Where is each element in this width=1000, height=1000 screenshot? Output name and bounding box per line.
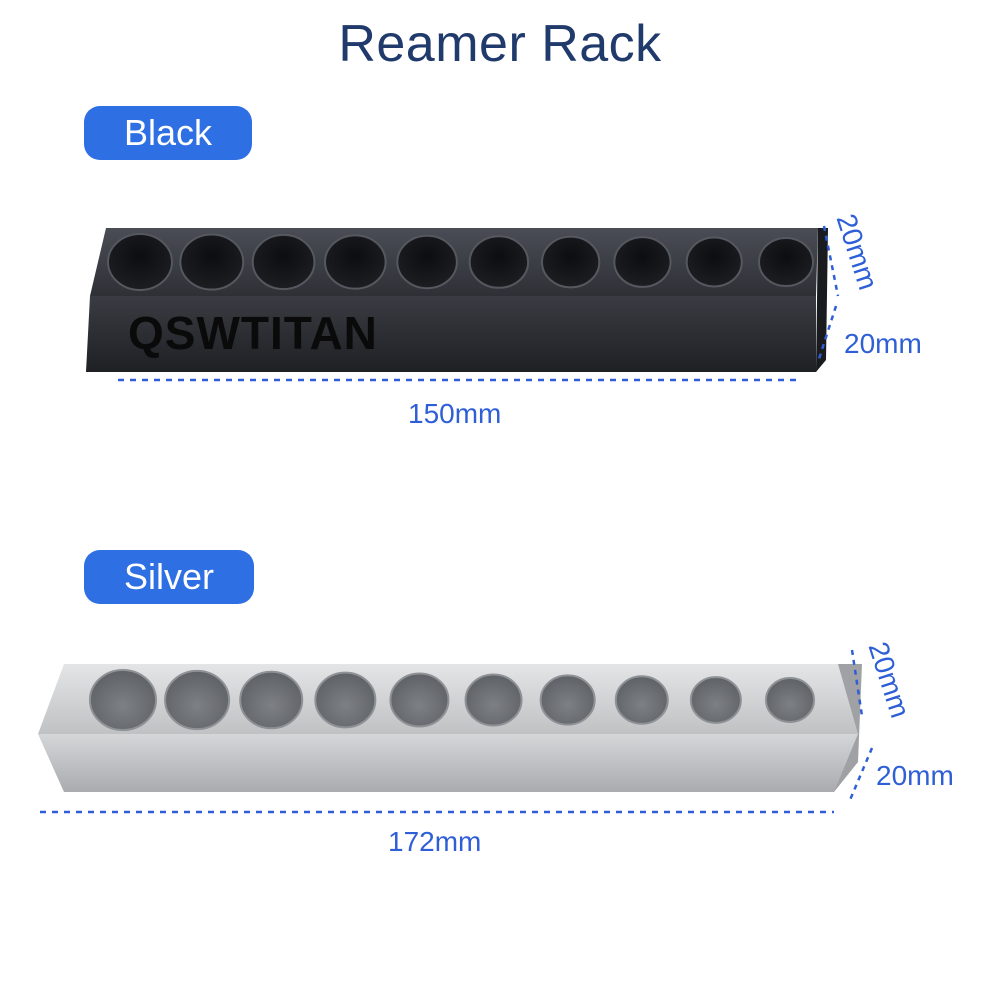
- rack-hole: [765, 677, 815, 723]
- silver-height-dimension-line: [850, 649, 864, 717]
- rack-hole: [179, 233, 245, 291]
- rack-hole: [239, 670, 304, 730]
- silver-rack: [38, 664, 862, 792]
- rack-hole: [685, 236, 743, 288]
- rack-hole: [324, 234, 387, 290]
- rack-hole: [107, 233, 173, 291]
- page-title: Reamer Rack: [338, 15, 662, 73]
- variant-label-black: Black: [84, 106, 252, 160]
- black-rack-front: [86, 296, 816, 372]
- black-rack: [86, 228, 828, 372]
- rack-hole: [464, 673, 523, 727]
- rack-hole: [614, 675, 669, 725]
- black-rack-holes: [107, 233, 814, 291]
- silver-length-label: 172mm: [388, 826, 482, 857]
- brand-text: QSWTITAN: [128, 307, 378, 359]
- rack-hole: [89, 669, 157, 731]
- black-rack-side: [816, 228, 828, 372]
- rack-hole: [689, 676, 742, 724]
- rack-hole: [758, 237, 814, 287]
- rack-hole: [613, 236, 672, 288]
- rack-hole: [314, 671, 377, 729]
- rack-hole: [539, 674, 596, 726]
- rack-hole: [468, 235, 530, 289]
- rack-hole: [251, 233, 316, 291]
- black-depth-label: 20mm: [844, 328, 922, 359]
- silver-depth-label: 20mm: [876, 760, 954, 791]
- rack-hole: [541, 235, 601, 289]
- rack-hole: [164, 669, 231, 731]
- black-length-label: 150mm: [408, 398, 502, 429]
- variant-label-silver: Silver: [84, 550, 254, 604]
- silver-rack-holes: [89, 669, 815, 731]
- rack-hole: [396, 234, 458, 290]
- black-height-dimension-line: [822, 225, 840, 297]
- silver-rack-front: [38, 734, 858, 792]
- rack-hole: [389, 672, 450, 728]
